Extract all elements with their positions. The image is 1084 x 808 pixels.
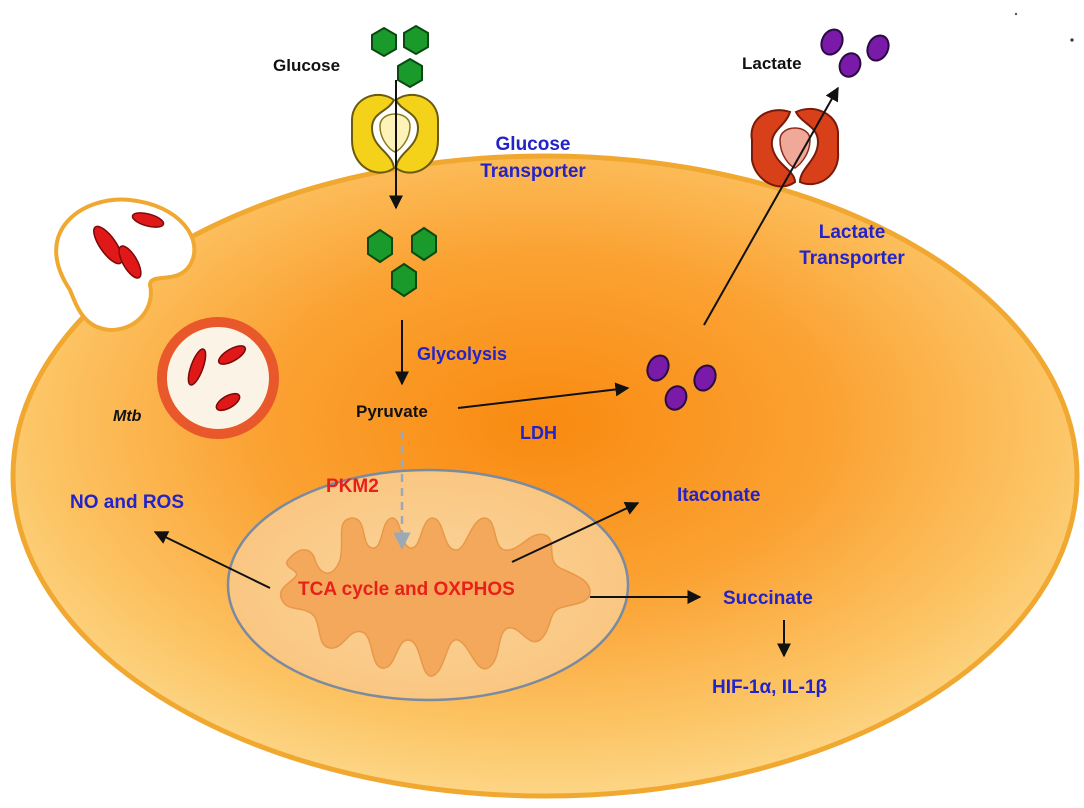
lactate-transporter-icon bbox=[750, 107, 840, 188]
label-lactate-transporter-2: Transporter bbox=[799, 248, 905, 269]
label-mtb: Mtb bbox=[113, 408, 142, 425]
arrow-lactate-export bbox=[703, 86, 839, 326]
mitochondrion-icon bbox=[226, 468, 630, 702]
arrow-to-itaconate bbox=[511, 502, 640, 563]
label-glucose: Glucose bbox=[273, 56, 341, 75]
label-glucose-transporter-2: Transporter bbox=[480, 161, 586, 182]
label-pyruvate: Pyruvate bbox=[356, 402, 428, 421]
dot bbox=[1070, 38, 1074, 42]
glucose-transporter-icon bbox=[351, 93, 439, 174]
label-pkm2: PKM2 bbox=[326, 476, 379, 497]
mtb-bacilli-outside bbox=[93, 212, 165, 279]
label-tca-oxphos: TCA cycle and OXPHOS bbox=[298, 579, 515, 600]
label-hif-il1b: HIF-1α, IL-1β bbox=[712, 677, 828, 698]
label-itaconate: Itaconate bbox=[677, 485, 761, 506]
label-lactate: Lactate bbox=[742, 54, 802, 73]
label-ldh: LDH bbox=[520, 423, 557, 443]
dot bbox=[1014, 12, 1018, 16]
lactate-molecules-inside bbox=[646, 354, 717, 411]
label-glycolysis: Glycolysis bbox=[417, 344, 508, 364]
arrow-to-no-ros bbox=[153, 531, 271, 589]
label-glucose-transporter-1: Glucose bbox=[495, 134, 571, 155]
glucose-molecules-outside bbox=[371, 24, 429, 89]
label-lactate-transporter-1: Lactate bbox=[818, 222, 886, 243]
arrow-pyruvate-to-lactate bbox=[457, 382, 630, 409]
phagosome-icon bbox=[157, 317, 279, 439]
glucose-molecules-inside bbox=[367, 226, 437, 298]
label-succinate: Succinate bbox=[723, 588, 813, 609]
lactate-molecules-outside bbox=[820, 28, 890, 78]
label-no-ros: NO and ROS bbox=[70, 492, 185, 513]
